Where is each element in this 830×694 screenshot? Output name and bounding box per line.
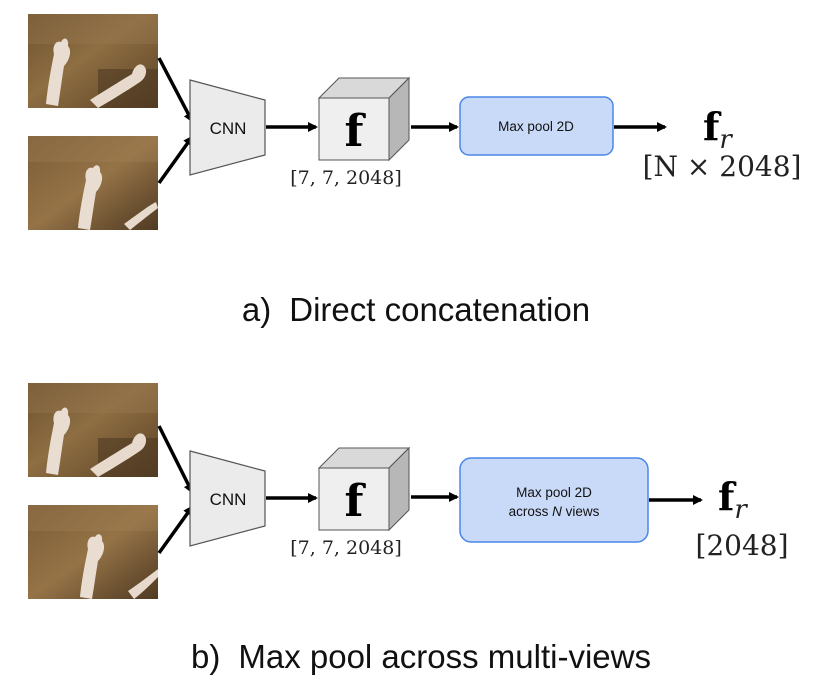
arrow-icon xyxy=(157,505,194,555)
input-view-2-image xyxy=(28,505,158,599)
panel-b: CNN f [7, 7, 2048] Max pool 2D across N … xyxy=(28,383,789,675)
max-pool-label: Max pool 2D xyxy=(516,485,592,500)
output-shape: [N × 2048] xyxy=(643,150,802,183)
feature-cube xyxy=(317,76,411,162)
output-shape: [2048] xyxy=(695,529,788,562)
input-view-2-image xyxy=(28,136,158,230)
feature-symbol: f xyxy=(345,106,367,157)
feature-symbol: f xyxy=(345,476,367,527)
feature-shape: [7, 7, 2048] xyxy=(290,167,402,189)
feature-shape: [7, 7, 2048] xyxy=(290,537,402,559)
input-view-1-image xyxy=(28,14,158,108)
arrow-icon xyxy=(157,57,194,123)
arrow-icon xyxy=(157,135,194,185)
caption-a: a)Direct concatenation xyxy=(242,291,590,328)
max-pool-label: Max pool 2D xyxy=(498,119,574,134)
panel-a: CNN f [7, 7, 2048] Max pool 2D fr [N × 2… xyxy=(28,14,801,328)
cnn-block xyxy=(189,450,266,547)
arrow-icon xyxy=(157,425,194,494)
output-symbol: fr xyxy=(718,474,748,525)
feature-cube xyxy=(317,446,411,532)
cnn-label: CNN xyxy=(210,490,247,509)
output-symbol: fr xyxy=(703,104,733,155)
max-pool-box xyxy=(459,457,649,543)
cnn-label: CNN xyxy=(210,119,247,138)
max-pool-box xyxy=(459,96,614,156)
max-pool-label-line2: across N views xyxy=(509,504,600,519)
cnn-block xyxy=(189,79,266,176)
input-view-1-image xyxy=(28,383,158,477)
caption-b: b)Max pool across multi-views xyxy=(191,638,651,675)
